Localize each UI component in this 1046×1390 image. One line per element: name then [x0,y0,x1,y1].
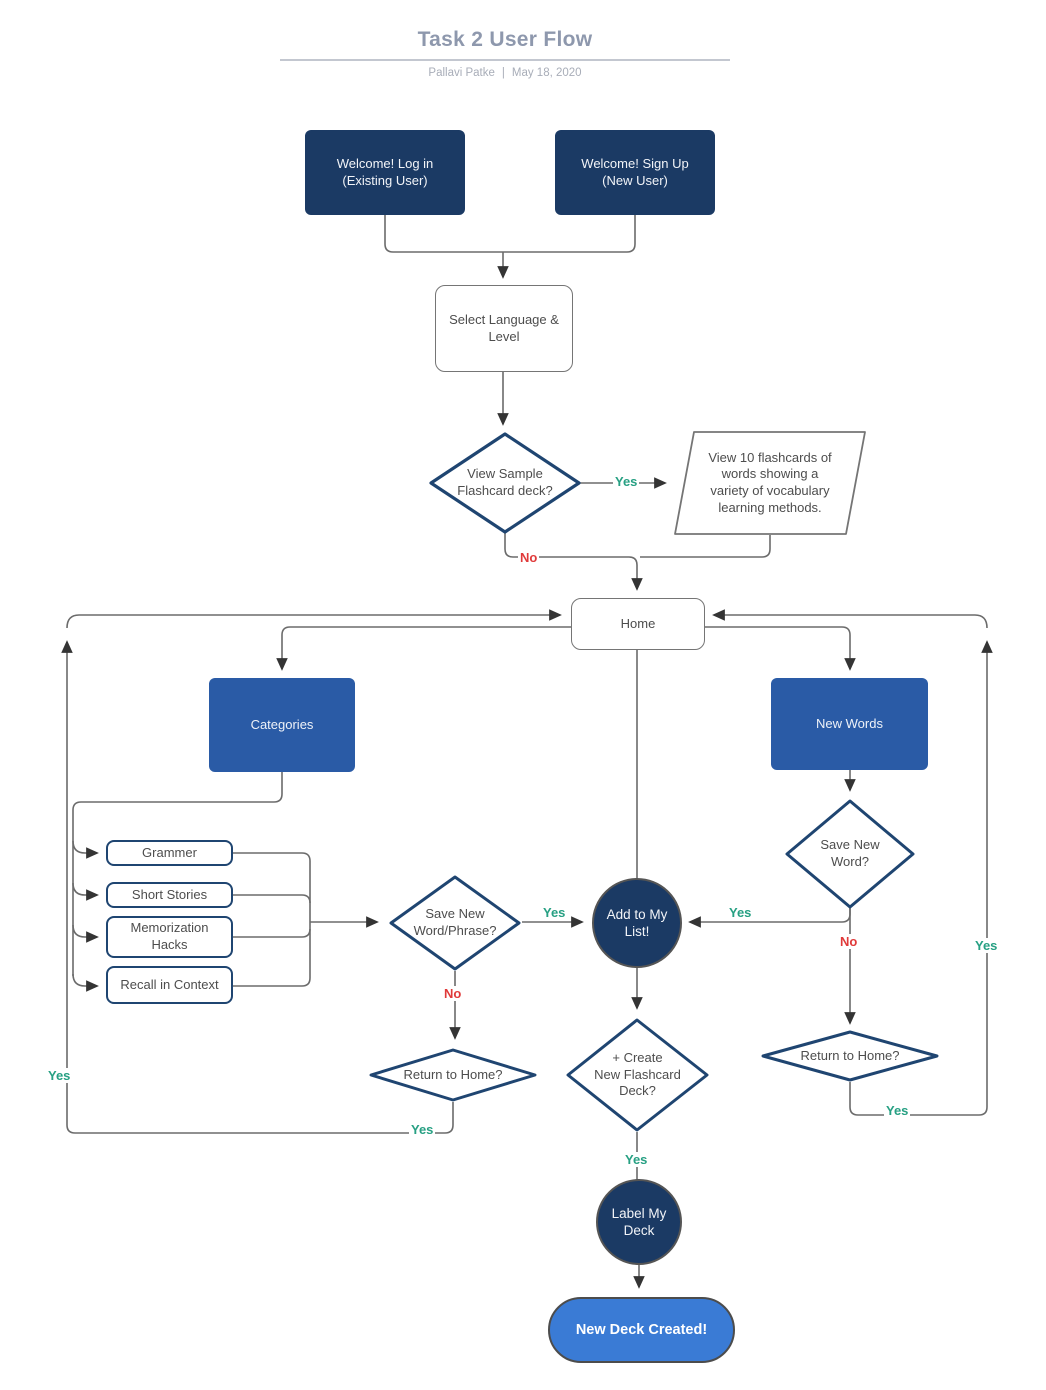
decision-save-new-word-phrase: Save New Word/Phrase? [388,875,522,971]
author-name: Pallavi Patke [428,67,495,79]
edge-home-to-categories [276,626,571,671]
node-view-flashcards: View 10 flashcards of words showing a va… [672,430,868,536]
node-new-words: New Words [771,678,928,770]
edge-branch-memorization [72,924,99,943]
node-short-stories: Short Stories [106,882,233,908]
edge-label-yes-savephrase: Yes [541,905,568,920]
edge-branch-grammer [72,840,99,859]
edge-label-no-viewsample: No [518,550,540,565]
parallelogram-shape [674,431,866,535]
node-recall-in-context: Recall in Context [106,966,233,1004]
node-signup: Welcome! Sign Up (New User) [555,130,715,215]
edge-branch-shortstories [72,882,99,901]
node-label-my-deck: Label My Deck [596,1179,682,1265]
edge-login-merge [384,215,503,253]
byline-separator: | [501,67,505,79]
edge-label-no-savephrase: No [442,986,464,1001]
node-login: Welcome! Log in (Existing User) [305,130,465,215]
edge-label-yes-returnright: Yes [884,1103,911,1118]
node-memorization-hacks: Memorization Hacks [106,916,233,958]
node-add-to-my-list: Add to My List! [592,878,682,968]
edge-label-yes-returnleft: Yes [409,1122,436,1137]
edge-saveword-yes [688,908,851,928]
edge-label-yes-saveword: Yes [727,905,754,920]
byline: Pallavi Patke | May 18, 2020 [280,67,730,79]
decision-create-new-deck: + Create New Flashcard Deck? [565,1018,710,1132]
title-divider [280,59,730,61]
title-block: Task 2 User Flow Pallavi Patke | May 18, 2… [280,28,730,79]
node-new-deck-created: New Deck Created! [548,1297,735,1363]
edge-flashcards-to-home [640,535,771,558]
decision-save-new-word: Save New Word? [784,799,916,909]
edge-branch-recall [72,973,99,992]
node-select-language: Select Language & Level [435,285,573,372]
diamond-shape [389,875,521,971]
edge-loopleft-into-home [66,609,562,629]
node-grammer: Grammer [106,840,233,866]
diamond-shape [785,799,915,909]
edge-label-yes-createdeck: Yes [623,1152,650,1167]
diamond-shape [761,1030,939,1082]
decision-return-to-home-left: Return to Home? [368,1048,538,1102]
edge-label-yes-loopleft: Yes [46,1068,73,1083]
edge-label-no-saveword: No [838,934,860,949]
diamond-shape [429,432,581,534]
diamond-shape [369,1048,537,1102]
edge-label-yes-loopright: Yes [973,938,1000,953]
node-categories: Categories [209,678,355,772]
edge-signup-merge [503,215,636,253]
edge-grammer-merge [233,852,311,862]
page-title: Task 2 User Flow [417,28,593,51]
decision-return-to-home-right: Return to Home? [760,1030,940,1082]
edge-shortstories-merge [233,894,311,904]
edge-loopright-into-home [712,609,988,629]
edge-label-yes-viewsample: Yes [613,474,640,489]
decision-view-sample-deck: View Sample Flashcard deck? [428,432,582,534]
edge-home-to-newwords [703,626,856,671]
edge-memorization-merge [233,928,311,938]
edge-recall-merge [233,977,311,987]
diamond-shape [566,1018,709,1132]
date: May 18, 2020 [511,67,582,79]
node-home: Home [571,598,705,650]
